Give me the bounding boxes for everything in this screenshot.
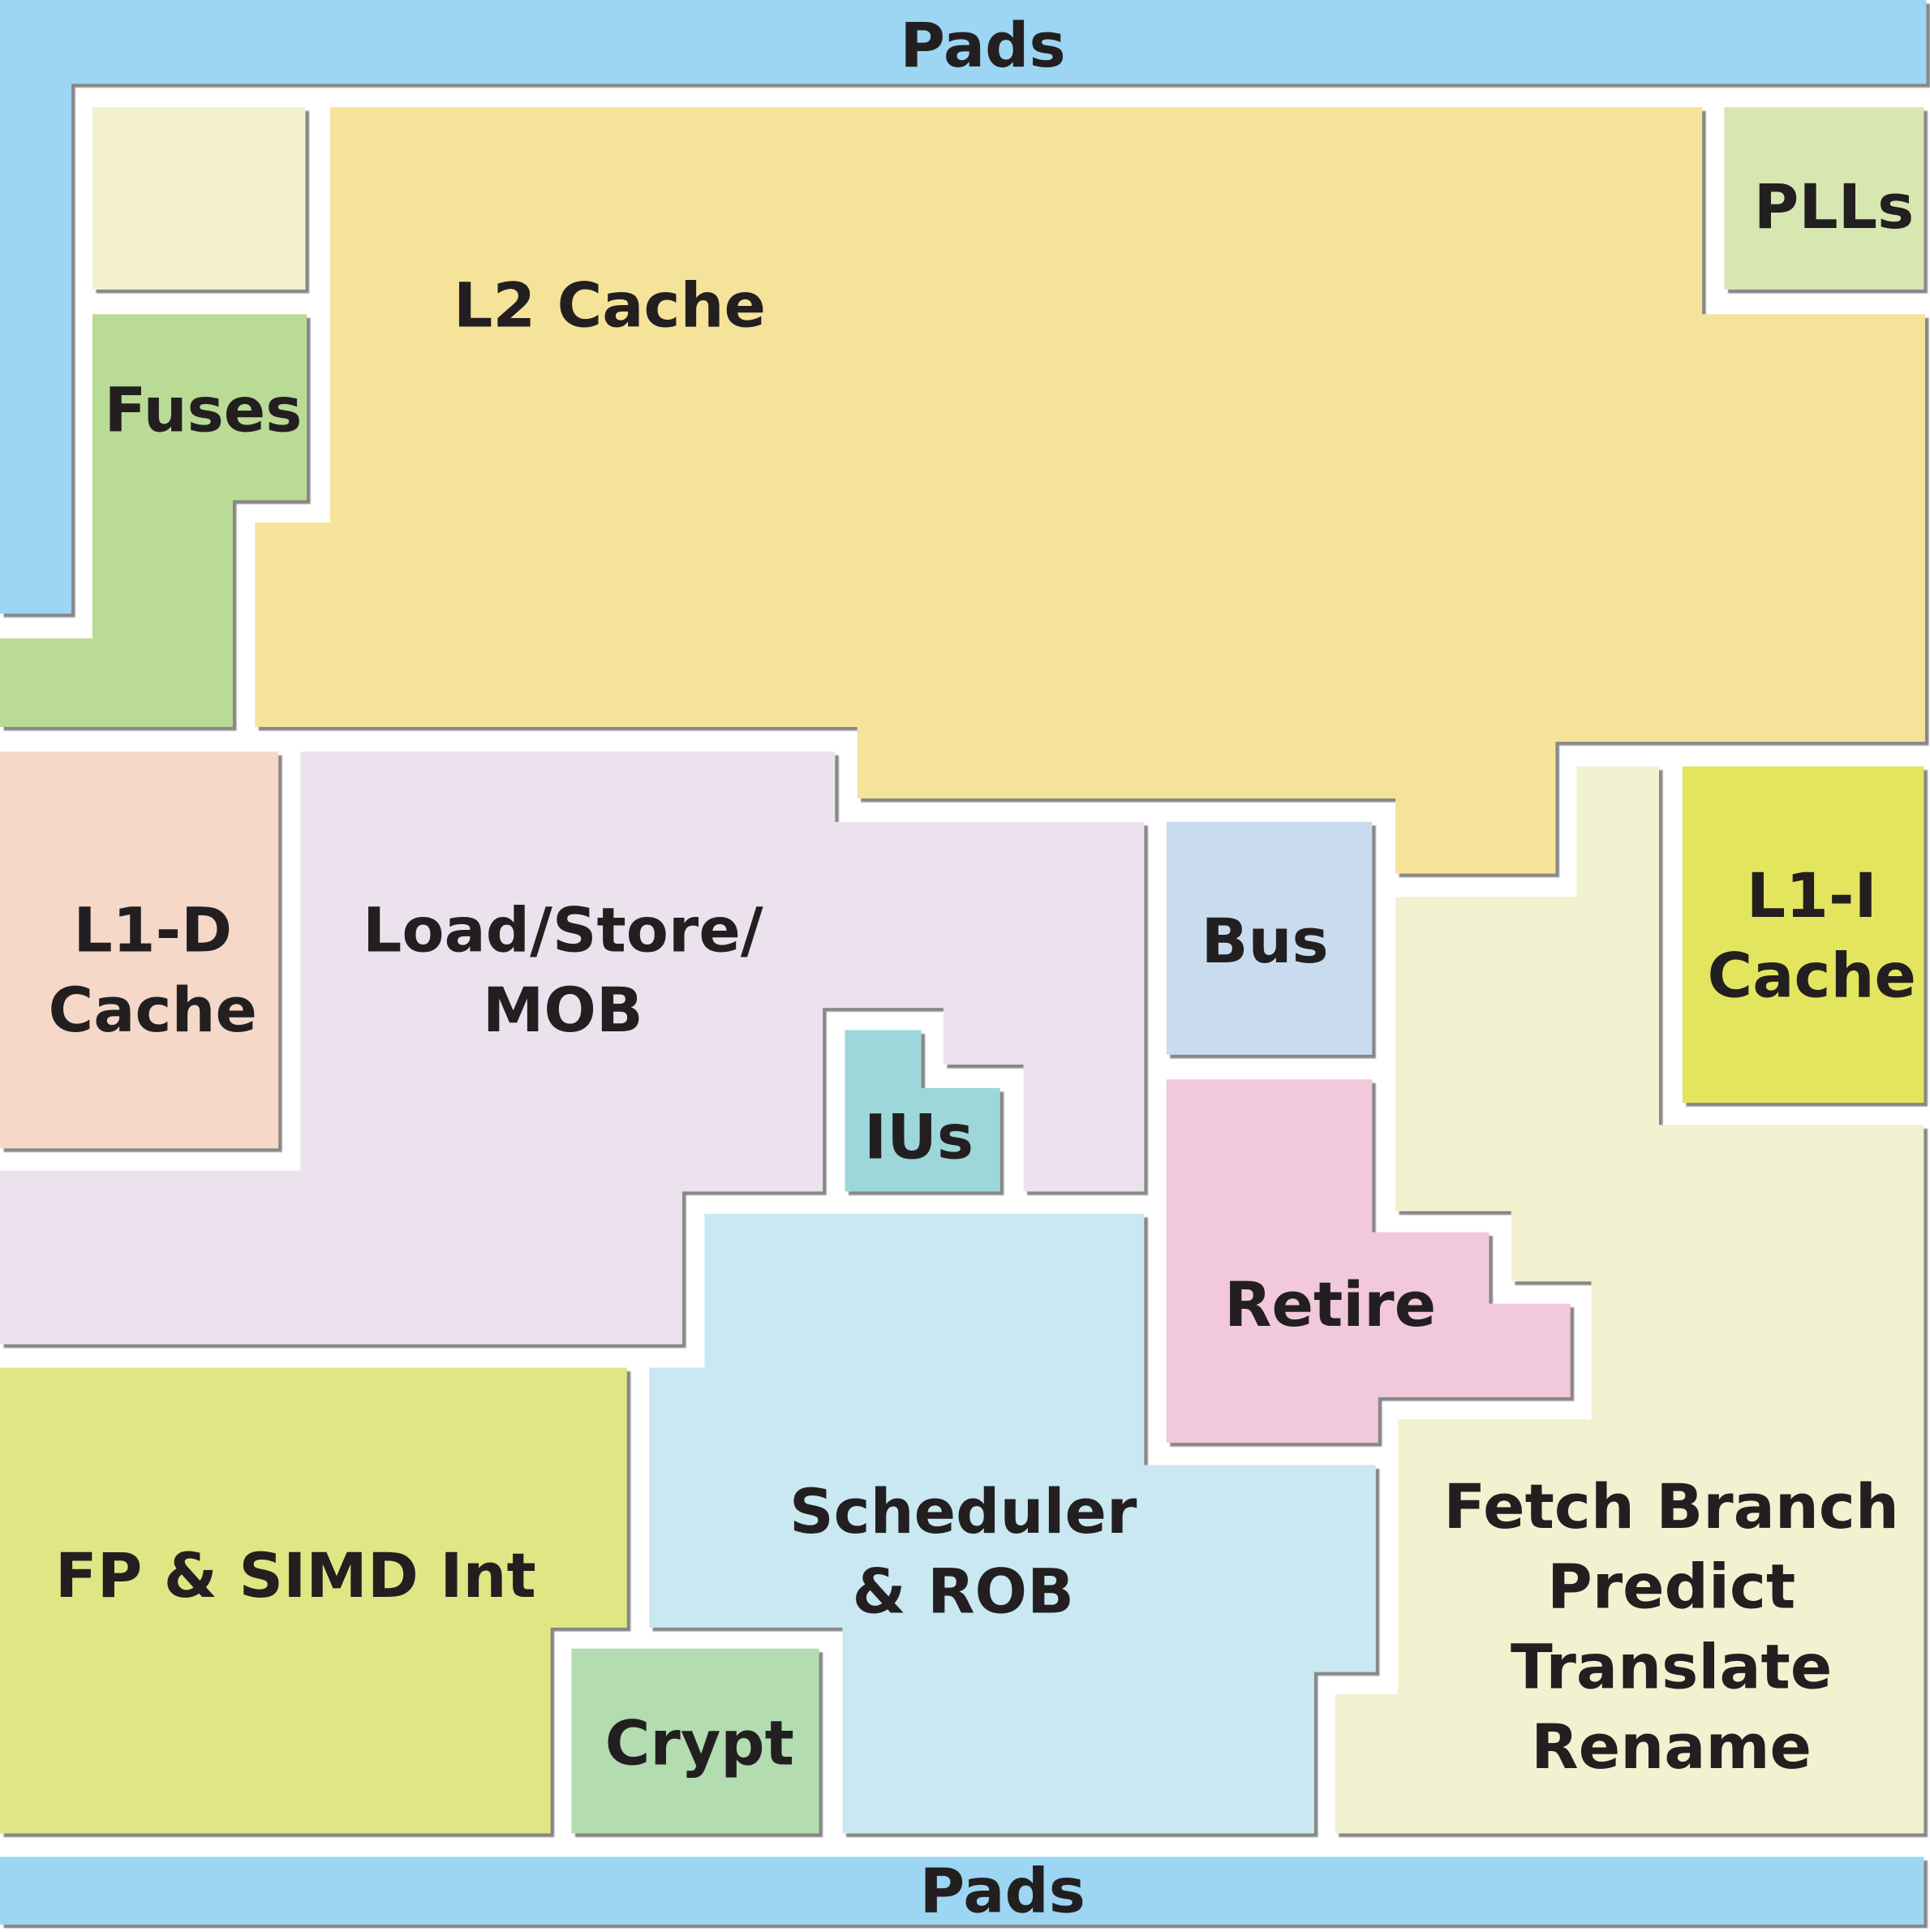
block-blank (92, 107, 306, 290)
label-fetch-line3: Translate (1511, 1631, 1832, 1702)
block-l1d-cache: L1-D Cache (0, 751, 279, 1149)
label-fetch-line1: Fetch Branch (1443, 1471, 1899, 1543)
label-fetch-line2: Predict (1547, 1551, 1795, 1623)
label-l1d-line2: Cache (49, 975, 257, 1046)
block-scheduler-rob: Scheduler & ROB (649, 1213, 1376, 1834)
label-pads-bottom: Pads (920, 1856, 1085, 1927)
label-plls: PLLs (1754, 171, 1915, 243)
label-l1d-line1: L1-D (73, 894, 232, 966)
label-scheduler-line1: Scheduler (789, 1476, 1137, 1547)
block-fetch-branch-predict: Fetch Branch Predict Translate Rename (1335, 766, 1924, 1834)
block-fuses: Fuses (0, 314, 307, 727)
block-load-store-mob: Load/Store/ MOB (0, 751, 1145, 1345)
label-ius: IUs (864, 1101, 974, 1173)
label-fetch-line4: Rename (1531, 1711, 1812, 1783)
label-lsu-line1: Load/Store/ (363, 894, 763, 966)
block-l2-cache: L2 Cache (255, 107, 1925, 874)
block-plls: PLLs (1724, 107, 1924, 290)
label-retire: Retire (1224, 1269, 1436, 1340)
label-bus: Bus (1201, 906, 1329, 977)
block-fp-simd-int: FP & SIMD Int (0, 1367, 627, 1834)
block-ius: IUs (845, 1030, 1000, 1192)
block-retire: Retire (1166, 1079, 1571, 1444)
block-crypt: Crypt (571, 1648, 819, 1834)
label-lsu-line2: MOB (483, 975, 643, 1046)
label-l1i-line2: Cache (1708, 940, 1916, 1011)
label-l1i-line1: L1-I (1747, 860, 1877, 932)
label-l2-cache: L2 Cache (453, 269, 766, 341)
block-pads-top: Pads (0, 0, 1927, 614)
block-l1i-cache: L1-I Cache (1682, 766, 1924, 1104)
label-crypt: Crypt (605, 1707, 794, 1779)
block-bus: Bus (1166, 821, 1373, 1055)
label-fp-simd: FP & SIMD Int (55, 1540, 536, 1611)
label-scheduler-line2: & ROB (853, 1556, 1074, 1628)
block-pads-bottom: Pads (0, 1856, 1924, 1927)
label-fuses: Fuses (105, 374, 303, 445)
label-pads-top: Pads (900, 10, 1065, 81)
